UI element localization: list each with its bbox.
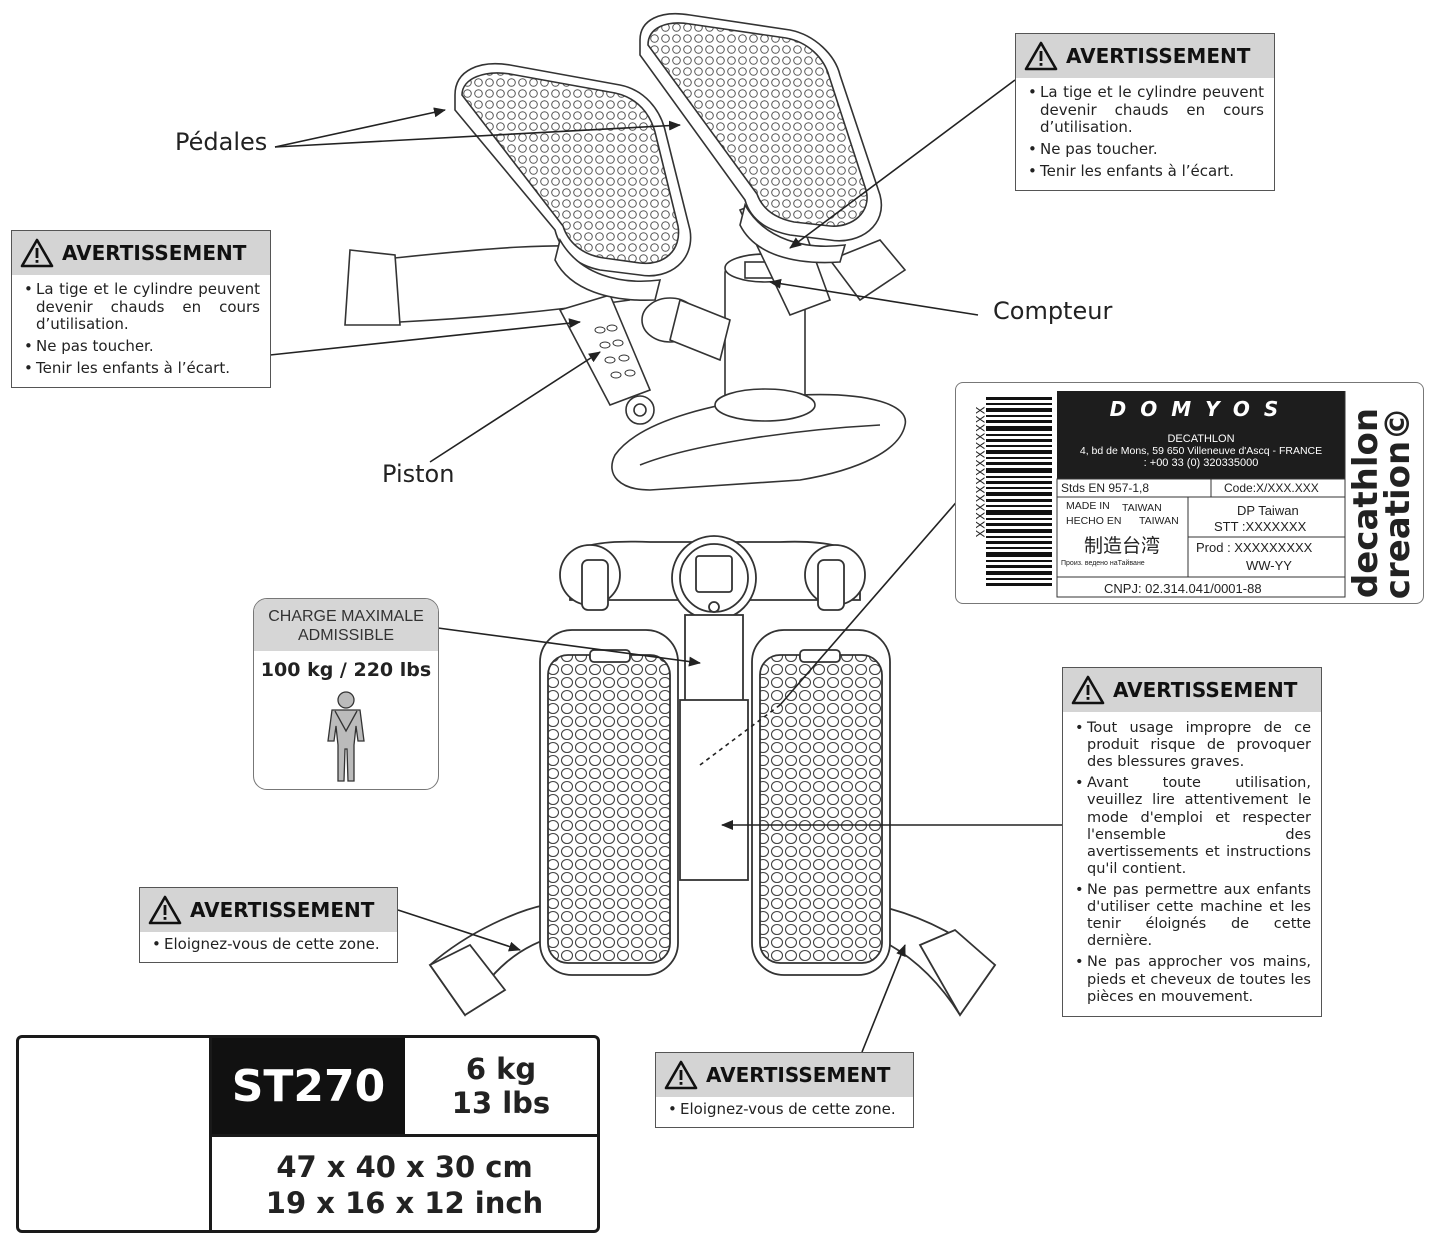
warning-header: AVERTISSEMENT (1016, 34, 1274, 78)
brand-panel: DOMYOS DECATHLON 4, bd de Mons, 59 650 V… (1057, 391, 1345, 479)
warning-hot-rod-left: AVERTISSEMENT La tige et le cylindre peu… (11, 230, 271, 389)
label-ww: WW-YY (1246, 558, 1292, 573)
weight-kg: 6 kg (465, 1052, 537, 1086)
warning-list: La tige et le cylindre peuvent devenir c… (12, 275, 270, 387)
warning-zone-bottom: AVERTISSEMENT Eloignez-vous de cette zon… (655, 1052, 914, 1128)
label-hecho-en: HECHO EN (1066, 515, 1122, 527)
max-load-value: 100 kg / 220 lbs (260, 659, 432, 681)
warning-triangle-icon (148, 895, 182, 925)
warning-line: Ne pas permettre aux enfants d'utiliser … (1075, 882, 1311, 950)
model-name: ST270 (212, 1038, 405, 1134)
label-made-in-country: TAIWAN (1122, 502, 1162, 514)
leader-lines (269, 79, 1062, 1053)
warning-line: La tige et le cylindre peuvent devenir c… (24, 280, 260, 334)
warning-hot-rod-right: AVERTISSEMENT La tige et le cylindre peu… (1015, 33, 1275, 192)
label-dp: DP Taiwan (1237, 503, 1299, 518)
company-name: DECATHLON (1167, 433, 1235, 445)
label-russian: Произ. ведено наТайване (1061, 560, 1145, 567)
max-load-box: CHARGE MAXIMALE ADMISSIBLE 100 kg / 220 … (253, 598, 439, 790)
warning-triangle-icon (1071, 675, 1105, 705)
spec-dimensions: 47 x 40 x 30 cm 19 x 16 x 12 inch (212, 1134, 597, 1230)
side-brand: decathlon creation© (1346, 403, 1418, 603)
label-chinese: 制造台湾 (1084, 535, 1161, 557)
warning-list: La tige et le cylindre peuvent devenir c… (1016, 78, 1274, 190)
max-load-title-2: ADMISSIBLE (297, 627, 395, 644)
warning-line: Ne pas toucher. (1028, 140, 1264, 159)
warning-list: Tout usage impropre de ce produit risque… (1063, 712, 1321, 1016)
warning-title: AVERTISSEMENT (1066, 44, 1251, 68)
warning-title: AVERTISSEMENT (1113, 678, 1298, 702)
warning-line: Tenir les enfants à l’écart. (1028, 162, 1264, 181)
warning-line: Avant toute utilisation, veuillez lire a… (1075, 775, 1311, 878)
warning-usage: AVERTISSEMENT Tout usage impropre de ce … (1062, 667, 1322, 1017)
label-hecho-en-country: TAIWAN (1139, 515, 1179, 527)
warning-header: AVERTISSEMENT (140, 888, 397, 932)
warning-line: Tenir les enfants à l’écart. (24, 359, 260, 378)
stepper-top-view (344, 13, 907, 491)
label-grid (1056, 391, 1346, 598)
side-brand-line-2: creation© (1378, 406, 1418, 600)
spec-thumbnail-area (19, 1038, 212, 1230)
warning-header: AVERTISSEMENT (12, 231, 270, 275)
callout-piston: Piston (382, 460, 455, 488)
max-load-title-1: CHARGE MAXIMALE (268, 608, 424, 625)
warning-zone-left: AVERTISSEMENT Eloignez-vous de cette zon… (139, 887, 398, 963)
warning-title: AVERTISSEMENT (706, 1063, 891, 1087)
warning-line: Tout usage impropre de ce produit risque… (1075, 720, 1311, 771)
brand-logo-text: DOMYOS (1109, 397, 1293, 421)
weight-lbs: 13 lbs (451, 1086, 551, 1120)
warning-list: Eloignez-vous de cette zone. (140, 932, 397, 962)
spec-box: ST270 6 kg 13 lbs 47 x 40 x 30 cm 19 x 1… (16, 1035, 600, 1233)
warning-header: AVERTISSEMENT (1063, 668, 1321, 712)
label-stt: STT :XXXXXXX (1214, 519, 1307, 534)
max-load-header: CHARGE MAXIMALE ADMISSIBLE (254, 599, 438, 651)
warning-title: AVERTISSEMENT (190, 898, 375, 922)
dims-cm: 47 x 40 x 30 cm (276, 1150, 533, 1184)
callout-compteur: Compteur (993, 297, 1113, 325)
warning-line: La tige et le cylindre peuvent devenir c… (1028, 83, 1264, 137)
label-made-in: MADE IN (1066, 500, 1110, 512)
product-label: XXXXXXXXXXXXXXX DOMYOS DECATHLON 4, bd d… (955, 382, 1424, 604)
spec-weight: 6 kg 13 lbs (405, 1038, 597, 1134)
barcode-icon (986, 397, 1052, 586)
label-stds: Stds EN 957-1,8 (1061, 481, 1150, 495)
stepper-plan-view (428, 535, 997, 1017)
warning-line: Ne pas toucher. (24, 337, 260, 356)
callout-pedales: Pédales (175, 128, 268, 156)
warning-triangle-icon (1024, 41, 1058, 71)
warning-triangle-icon (20, 238, 54, 268)
label-code: Code:X/XXX.XXX (1224, 481, 1319, 495)
warning-line: Ne pas approcher vos mains, pieds et che… (1075, 954, 1311, 1005)
warning-triangle-icon (664, 1060, 698, 1090)
warning-title: AVERTISSEMENT (62, 241, 247, 265)
warning-line: Eloignez-vous de cette zone. (668, 1100, 903, 1119)
company-address: 4, bd de Mons, 59 650 Villeneuve d'Ascq … (1079, 445, 1323, 457)
warning-list: Eloignez-vous de cette zone. (656, 1097, 913, 1127)
label-cnpj: CNPJ: 02.314.041/0001-88 (1104, 581, 1262, 596)
warning-header: AVERTISSEMENT (656, 1053, 913, 1097)
label-prod: Prod : XXXXXXXXX (1196, 540, 1313, 555)
dims-inch: 19 x 16 x 12 inch (265, 1186, 544, 1220)
company-phone: : +00 33 (0) 320335000 (1143, 457, 1259, 469)
warning-line: Eloignez-vous de cette zone. (152, 935, 387, 954)
person-icon (327, 691, 365, 782)
